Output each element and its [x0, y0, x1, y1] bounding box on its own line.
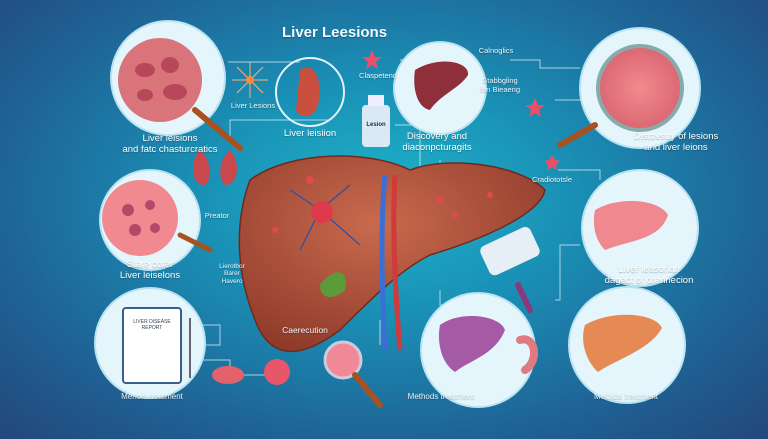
note-line: Stabbgling	[482, 76, 518, 85]
tissue-sample-icon	[118, 38, 202, 122]
clipboard-line: LIVER DISEASE	[133, 319, 171, 325]
lung-label: Preator	[204, 211, 230, 220]
vial-label: Lesion	[366, 122, 386, 128]
lesion-mass-icon	[311, 201, 333, 223]
magnifier-icon	[323, 340, 363, 380]
artery-icon	[391, 174, 403, 351]
pill-icon	[212, 366, 244, 384]
magnified-tissue-icon	[596, 44, 684, 132]
liver-icon-right	[593, 200, 668, 250]
circle-liver-outline	[275, 57, 345, 127]
caption-line: Stare cofer	[126, 259, 174, 270]
spark-label: Liver Lesions	[230, 101, 276, 110]
gallbladder-icon	[320, 272, 346, 297]
caption-line: Liver leisions	[142, 133, 198, 144]
caption-line: diaconpcturagits	[402, 141, 472, 153]
note-line: Barer	[224, 270, 240, 278]
clipboard-icon	[122, 307, 182, 384]
tissue-clump-icon	[264, 359, 290, 385]
liver-icon	[414, 61, 469, 110]
organ-tube-icon	[516, 335, 538, 374]
right-star-label: Cradiototsle	[531, 175, 573, 184]
caption-bottom-left: Mehois treatment	[121, 392, 183, 401]
star-icons	[362, 50, 560, 170]
star-label: Claspetend	[359, 71, 397, 80]
page-title: Liver Leesions	[282, 24, 388, 41]
vein-icon	[379, 174, 388, 351]
vial-icon	[362, 105, 390, 147]
caption-line: and liver leions	[644, 141, 708, 153]
caption-line: dagect of drennecion	[604, 274, 694, 286]
caption-line: and fatc chasturcratics	[122, 143, 218, 155]
note-line: fon Bieaeng	[479, 84, 521, 94]
liver-icon-bottom	[438, 315, 505, 372]
caption-bottom-right: Methids treatment	[593, 392, 659, 401]
liver-lobe-icon	[296, 67, 320, 117]
caption-line: Distovstry of lesions	[633, 131, 719, 142]
lungs-icon	[193, 150, 237, 185]
note-line: Havero	[221, 277, 243, 285]
caption-line: Liver leiselons	[119, 269, 181, 281]
blood-vessels	[289, 184, 361, 251]
liver-circle-caption: Liver leisiion	[283, 128, 337, 139]
magnifier-handle-icon	[192, 107, 243, 151]
scope-device-icon	[480, 226, 540, 276]
caption-line: Discovery and	[406, 131, 468, 142]
liver-icon-orange	[583, 314, 662, 372]
clipboard-line: REPORT	[141, 324, 163, 331]
caption-line: Liver leasorian	[618, 264, 680, 275]
tissue-cells-icon	[102, 180, 178, 256]
note-line: Lierotbor	[219, 263, 245, 270]
caption-bottom-center: Methods treatment	[407, 392, 475, 401]
center-caption: Caerecution	[282, 325, 328, 335]
top-center-note: Calnoglics	[478, 46, 514, 55]
